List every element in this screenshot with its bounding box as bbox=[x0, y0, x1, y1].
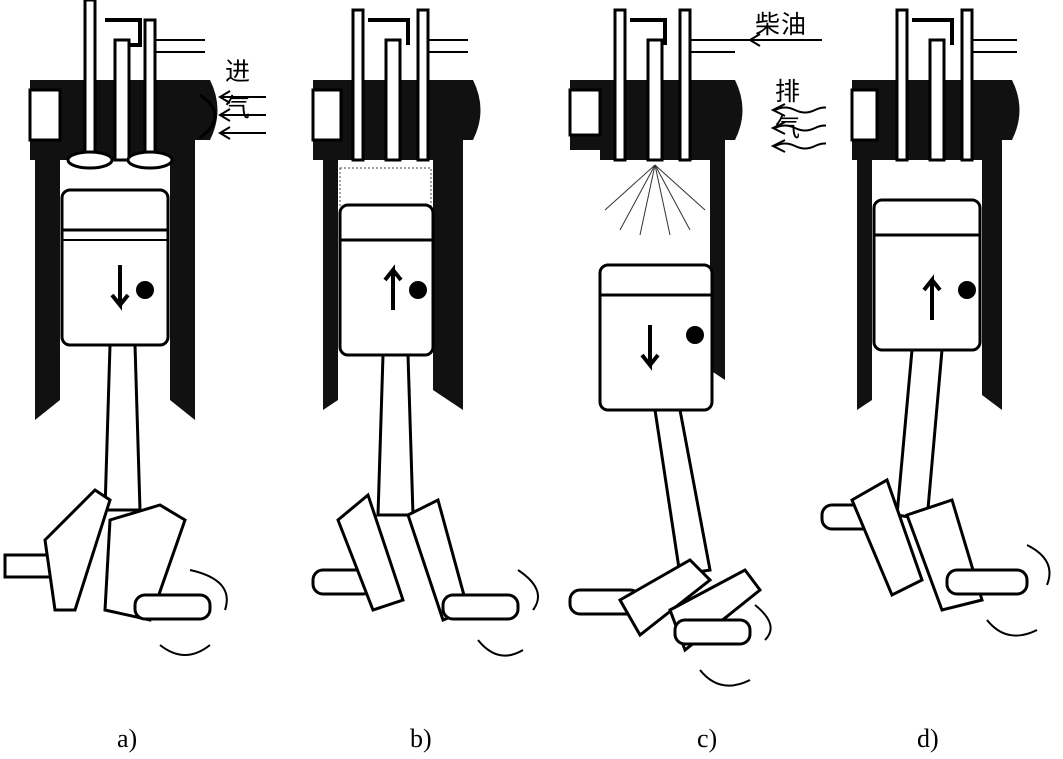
crank-web-right bbox=[103, 503, 187, 622]
arrow-down-icon bbox=[640, 325, 660, 371]
engine-a-illustration bbox=[3, 0, 266, 656]
panel-d-exhaust-stroke: d) bbox=[812, 0, 1063, 759]
intake-port bbox=[28, 88, 62, 142]
connecting-rod bbox=[103, 343, 142, 512]
arrow-down-icon bbox=[110, 265, 130, 311]
diesel-label: 柴油 bbox=[755, 10, 808, 39]
crank-web-left bbox=[43, 488, 112, 612]
engine-b-illustration bbox=[311, 8, 539, 657]
caption-d: d) bbox=[917, 724, 939, 753]
wrist-pin bbox=[136, 281, 154, 299]
arrow-up-icon bbox=[383, 264, 403, 310]
intake-valve bbox=[83, 0, 97, 162]
diesel-arrow-icon bbox=[748, 33, 761, 47]
intake-label: 进气 bbox=[225, 57, 252, 122]
piston bbox=[60, 188, 170, 347]
exhaust-arrow-icon bbox=[770, 103, 786, 153]
engine-d-illustration bbox=[820, 8, 1051, 637]
crank-journal-right bbox=[133, 593, 212, 621]
caption-c: c) bbox=[697, 724, 718, 753]
panel-c-power-stroke: 柴油 排气 c) bbox=[560, 0, 826, 759]
engine-c-illustration bbox=[568, 8, 826, 687]
exhaust-valve bbox=[143, 18, 157, 162]
exhaust-label: 排气 bbox=[775, 77, 802, 142]
caption-b: b) bbox=[410, 724, 432, 753]
piston bbox=[872, 198, 982, 352]
panel-b-compression-stroke: b) bbox=[283, 0, 549, 759]
caption-a: a) bbox=[117, 724, 138, 753]
intake-arrow-icon bbox=[218, 90, 231, 140]
rotation-arrow-icon bbox=[189, 569, 228, 611]
injector bbox=[113, 38, 131, 162]
panel-a-intake-stroke: 进气 a) bbox=[0, 0, 266, 759]
arrow-up-icon bbox=[922, 274, 942, 320]
